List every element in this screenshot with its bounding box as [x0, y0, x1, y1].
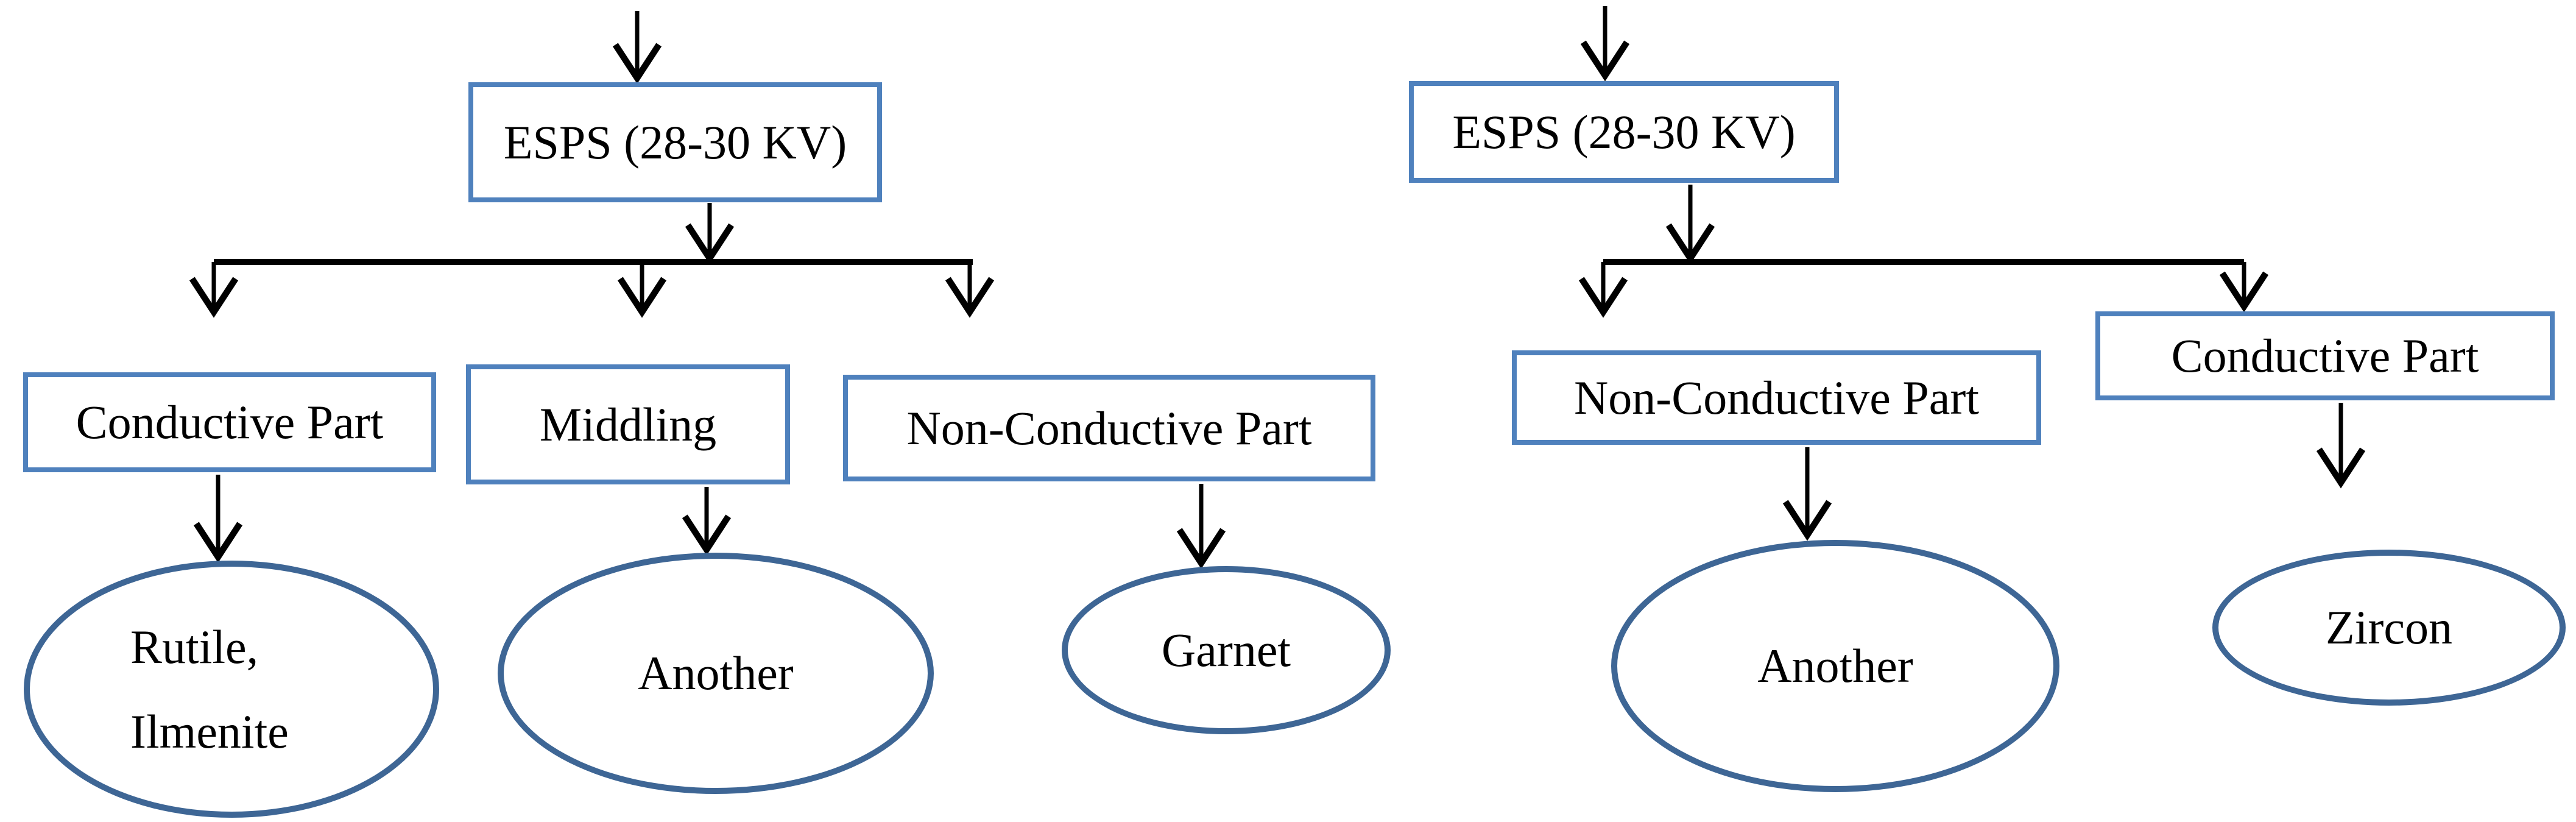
left-root-box: ESPS (28-30 KV): [468, 82, 882, 202]
left-rutile-line: Rutile,: [130, 620, 259, 673]
right-zircon-ellipse: Zircon: [2212, 550, 2566, 706]
right-nonconductive-label: Non-Conductive Part: [1573, 370, 1980, 424]
left-nonconductive-box: Non-Conductive Part: [843, 375, 1375, 481]
left-rutile-ilmenite-ellipse: Rutile, Ilmenite: [24, 561, 439, 818]
right-root-label: ESPS (28-30 KV): [1452, 105, 1796, 158]
left-conductive-box: Conductive Part: [23, 372, 436, 472]
left-middling-label: Middling: [539, 397, 717, 451]
left-root-label: ESPS (28-30 KV): [503, 115, 847, 169]
left-another-ellipse: Another: [498, 553, 934, 794]
left-rutile-ilmenite-label: Rutile, Ilmenite: [130, 618, 289, 760]
left-ilmenite-line: Ilmenite: [130, 704, 289, 758]
left-middling-box: Middling: [466, 364, 790, 484]
right-another-label: Another: [1757, 639, 1913, 693]
right-zircon-label: Zircon: [2326, 601, 2452, 654]
right-conductive-label: Conductive Part: [2171, 329, 2479, 383]
right-conductive-box: Conductive Part: [2095, 311, 2555, 400]
left-another-label: Another: [638, 647, 794, 700]
right-root-box: ESPS (28-30 KV): [1409, 81, 1839, 183]
left-garnet-ellipse: Garnet: [1062, 566, 1391, 734]
left-nonconductive-label: Non-Conductive Part: [906, 401, 1312, 455]
right-nonconductive-box: Non-Conductive Part: [1512, 350, 2041, 445]
left-conductive-label: Conductive Part: [76, 395, 384, 449]
left-garnet-label: Garnet: [1161, 623, 1291, 677]
right-another-ellipse: Another: [1611, 540, 2059, 792]
